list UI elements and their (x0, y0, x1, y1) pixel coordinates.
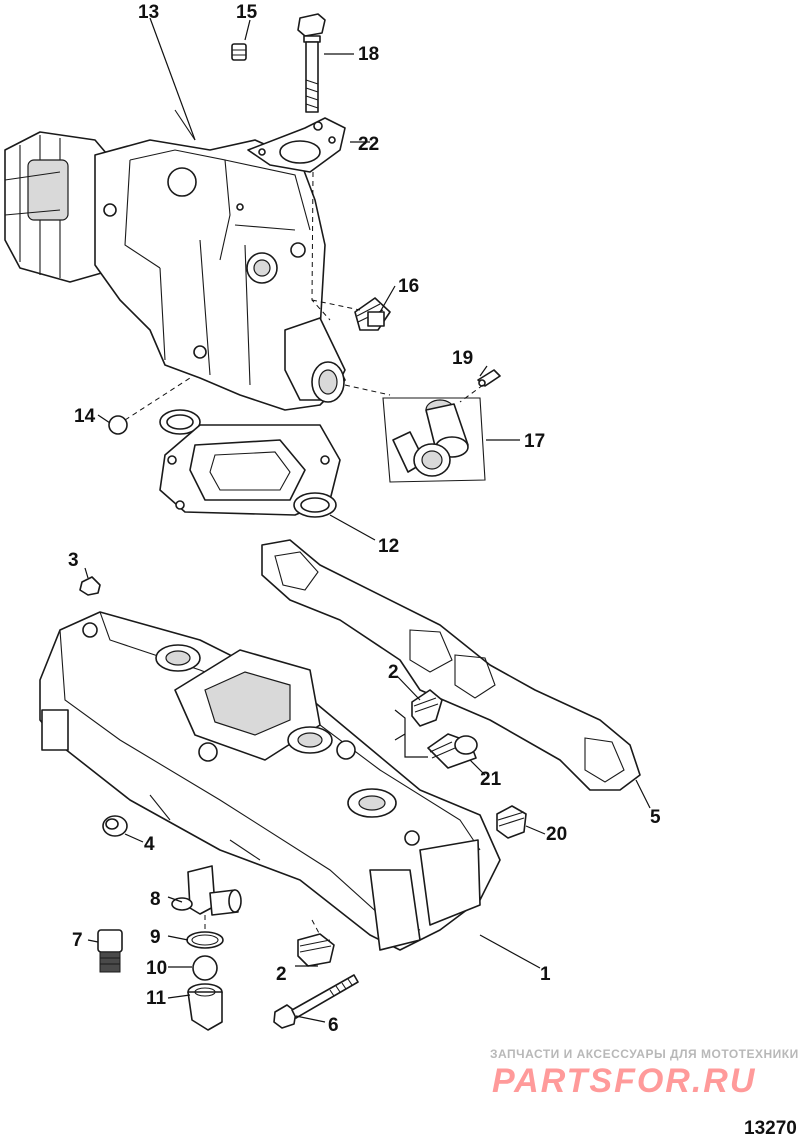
callout-2-upper: 2 (388, 662, 399, 683)
callout-10: 10 (146, 958, 167, 979)
part-10-ball (192, 955, 218, 981)
callout-21: 21 (480, 769, 502, 790)
part-4-plug (102, 815, 128, 837)
callout-15: 15 (236, 2, 258, 23)
part-7-fitting (97, 929, 123, 973)
callout-1: 1 (540, 964, 551, 985)
callout-19: 19 (452, 348, 473, 369)
callout-3: 3 (68, 550, 79, 571)
part-17-kit (382, 397, 486, 483)
part-19-clip (477, 369, 501, 387)
part-13-exhaust-elbow (4, 109, 346, 411)
callout-5: 5 (650, 807, 661, 828)
callout-16: 16 (398, 276, 419, 297)
part-14-plug (108, 415, 128, 435)
part-6-bolt (273, 974, 359, 1029)
watermark: ЗАПЧАСТИ И АКСЕССУАРЫ ДЛЯ МОТОТЕХНИКИ PA… (490, 1047, 799, 1100)
part-22-gasket (247, 117, 346, 173)
callout-8: 8 (150, 889, 161, 910)
part-1-exhaust-manifold (39, 611, 501, 951)
part-18-bolt (297, 13, 326, 113)
callout-12: 12 (378, 536, 399, 557)
watermark-tagline: ЗАПЧАСТИ И АКСЕССУАРЫ ДЛЯ МОТОТЕХНИКИ (490, 1047, 799, 1061)
callout-18: 18 (358, 44, 379, 65)
figure-number: 13270 (744, 1118, 797, 1139)
callout-2-lower: 2 (276, 964, 287, 985)
callout-22: 22 (358, 134, 379, 155)
callout-4: 4 (144, 834, 155, 855)
part-3-plug (79, 576, 101, 596)
callout-20: 20 (546, 824, 567, 845)
part-20-plug (496, 805, 527, 839)
callout-13: 13 (138, 2, 159, 23)
part-15-plug (231, 43, 247, 61)
part-21-fitting (427, 733, 478, 769)
callout-17: 17 (524, 431, 545, 452)
part-2-plug-lower (297, 933, 335, 967)
part-11-elbow (187, 983, 223, 1031)
callout-6: 6 (328, 1015, 339, 1036)
part-9-o-ring (186, 931, 224, 949)
callout-7: 7 (72, 930, 83, 951)
part-16-fitting (354, 297, 391, 331)
leader-lines (84, 17, 651, 1023)
part-12-gasket-set (159, 409, 341, 518)
part-5-manifold-gasket (261, 539, 641, 791)
part-8-tee (171, 865, 242, 916)
callout-14: 14 (74, 406, 96, 427)
callout-9: 9 (150, 927, 161, 948)
watermark-brand: PARTSFOR.RU (492, 1062, 756, 1100)
callout-labels: 13 15 18 22 16 19 17 14 12 3 2 21 20 5 4… (68, 2, 661, 1036)
part-2-plug-upper (411, 689, 443, 727)
callout-11: 11 (146, 988, 167, 1009)
